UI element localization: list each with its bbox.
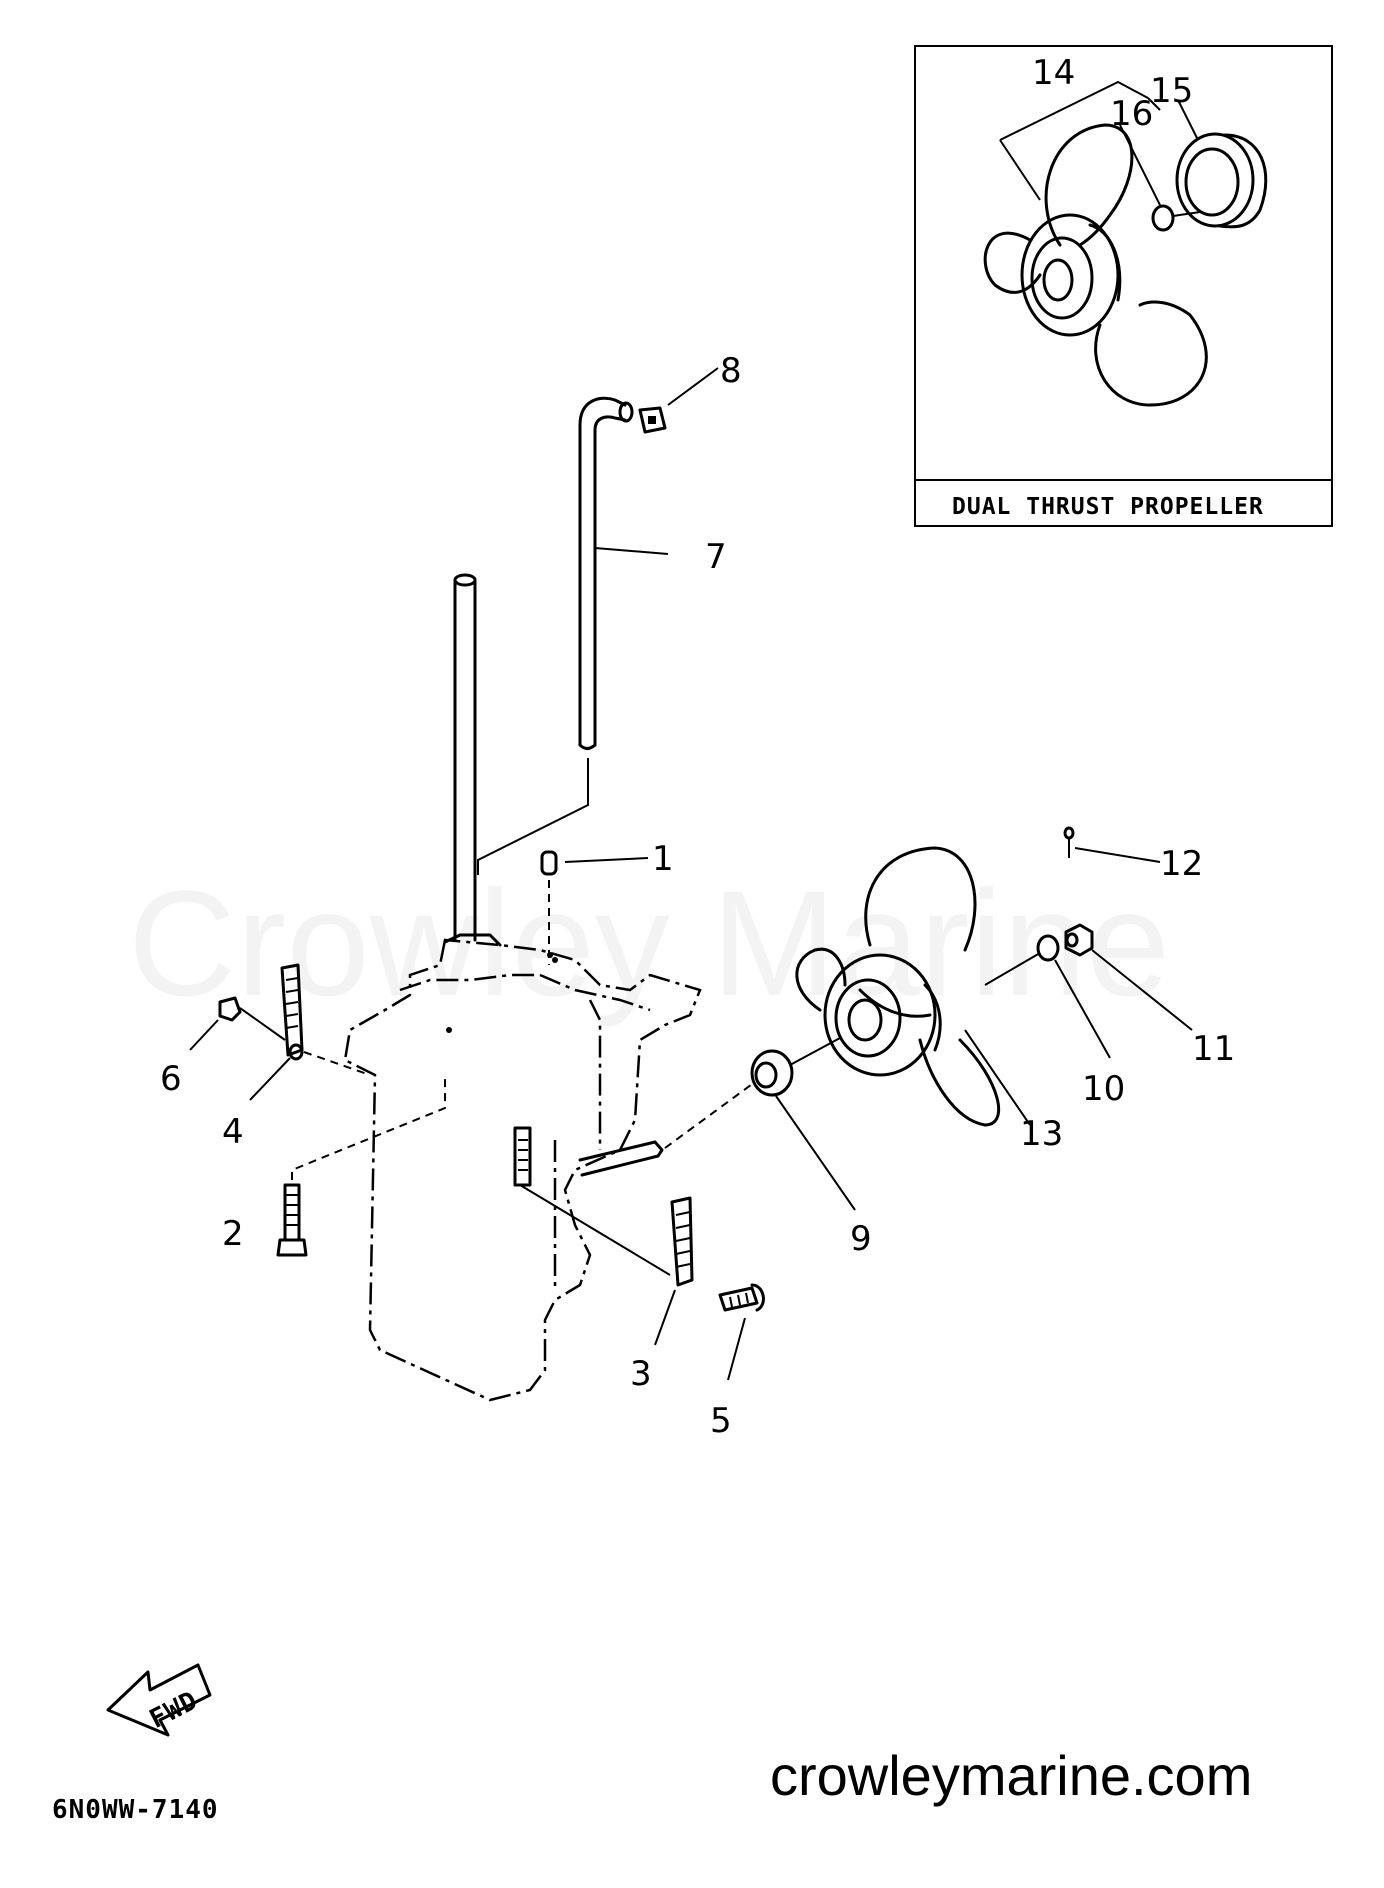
callout-6: 6: [160, 1059, 182, 1099]
part-12-cotter-pin: [1063, 826, 1161, 863]
callout-5: 5: [710, 1401, 732, 1441]
callout-14: 14: [1032, 53, 1075, 93]
part-8-grommet: [638, 406, 667, 434]
callout-1: 1: [652, 839, 674, 879]
callout-10: 10: [1082, 1069, 1125, 1109]
part-10-washer: [1036, 934, 1111, 1059]
callout-4: 4: [222, 1112, 244, 1152]
callout-13: 13: [1020, 1114, 1063, 1154]
part-14-propeller-dual-thrust: [983, 123, 1208, 407]
part-3-anode: [519, 1184, 694, 1346]
part-11-nut: [1064, 923, 1193, 1031]
part-6-nut: [189, 996, 242, 1051]
diagram-code: 6N0WW-7140: [52, 1795, 219, 1825]
callout-9: 9: [850, 1219, 872, 1259]
part-5-screw: [718, 1283, 765, 1381]
callout-16: 16: [1110, 94, 1153, 134]
part-1-dowel: [540, 850, 649, 965]
callout-7: 7: [705, 537, 727, 577]
callout-12: 12: [1160, 844, 1203, 884]
callout-8: 8: [720, 351, 742, 391]
part-16-washer: [1151, 204, 1175, 232]
part-15-spacer: [1175, 132, 1268, 229]
callout-15: 15: [1150, 71, 1193, 111]
callout-11: 11: [1192, 1029, 1235, 1069]
callout-2: 2: [222, 1214, 244, 1254]
website-label: crowleymarine.com: [770, 1744, 1252, 1807]
part-7-water-tube: [578, 396, 634, 750]
inset-caption: DUAL THRUST PROPELLER: [952, 494, 1264, 520]
part-13-propeller: [795, 846, 1041, 1127]
callout-3: 3: [630, 1354, 652, 1394]
part-9-spacer: [664, 1037, 856, 1211]
lower-casing: [343, 933, 702, 1402]
fwd-arrow-icon: FWD: [106, 1663, 212, 1737]
inset-dual-thrust-propeller: DUAL THRUST PROPELLER 14 16 15: [914, 45, 1333, 527]
drive-shaft: [453, 573, 477, 942]
part-2-bolt: [276, 1075, 446, 1257]
watermark: Crowley Marine: [128, 859, 1170, 1027]
part-4-anode: [239, 963, 371, 1101]
